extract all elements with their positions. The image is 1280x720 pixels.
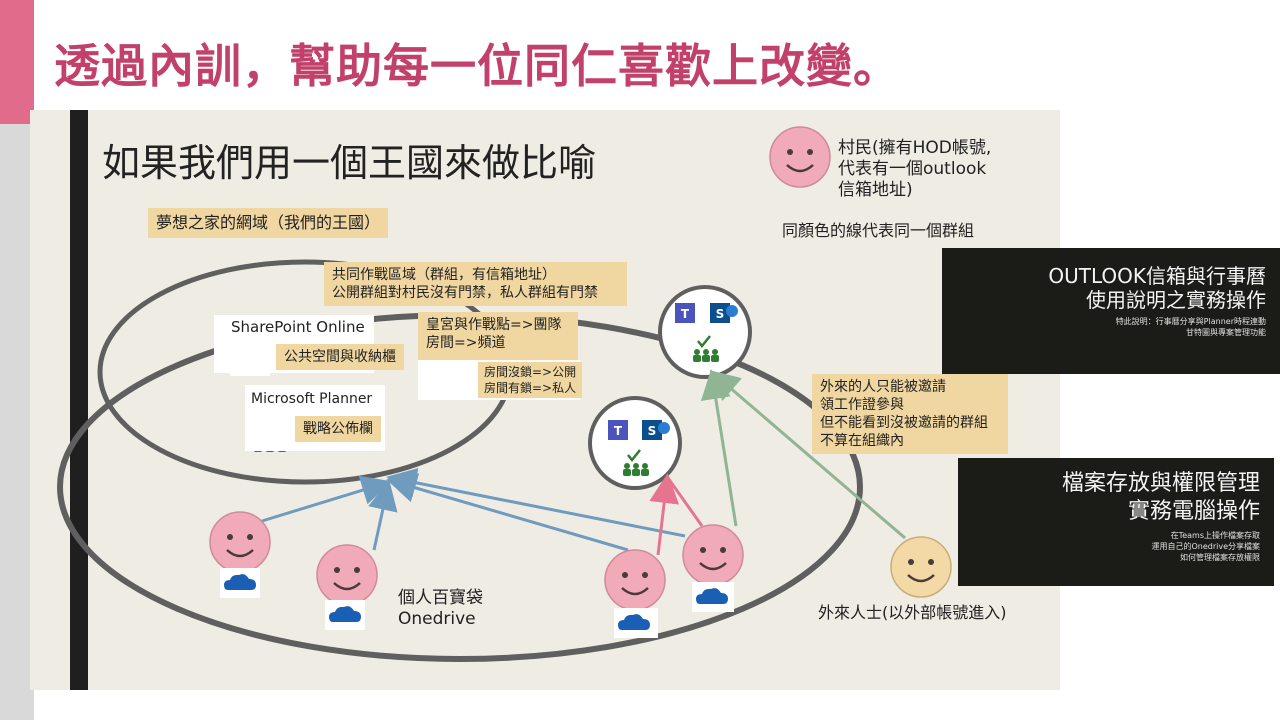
domain-label: 夢想之家的網域（我們的王國）	[148, 208, 389, 238]
pink-line	[666, 477, 704, 527]
pink-line	[649, 473, 680, 556]
onedrive-cloud-icon	[614, 608, 658, 638]
blue-line	[386, 467, 686, 538]
svg-text:S: S	[716, 307, 725, 321]
green-line	[709, 370, 906, 540]
card-title: 檔案存放與權限管理 實務電腦操作	[1061, 471, 1260, 524]
diagram-panel: 如果我們用一個王國來做比喻	[30, 110, 1060, 690]
smiley-face-icon	[209, 511, 271, 573]
smiley-face-icon	[769, 126, 831, 188]
slide-title: 透過內訓，幫助每一位同仁喜歡上改變。	[54, 39, 900, 93]
card-title: OUTLOOK信箱與行事曆 使用說明之實務操作	[1048, 264, 1266, 312]
green-line	[700, 369, 738, 527]
sharepoint-desc: 公共空間與收納櫃	[276, 344, 404, 370]
planner-icon	[693, 335, 719, 362]
onedrive-cloud-icon	[325, 600, 365, 630]
diagram-shapes: S T T S T	[57, 126, 952, 662]
card-subtitle: 特此說明：行事曆分享與Planner時程連動 甘特圖與專案管理功能	[1115, 317, 1266, 337]
svg-text:S: S	[648, 424, 657, 438]
smiley-face-icon	[604, 549, 666, 611]
svg-text:T: T	[681, 307, 690, 321]
blue-line	[261, 475, 392, 523]
blue-line	[368, 480, 398, 551]
shared-area-label: 共同作戰區域（群組，有信箱地址） 公開群組對村民沒有門禁，私人群組有門禁	[324, 262, 627, 306]
sharepoint-icon: S	[642, 420, 670, 440]
blue-line	[386, 473, 629, 552]
legend-line-color-text: 同顏色的線代表同一個群組	[782, 221, 975, 240]
team-circle-right	[658, 285, 752, 379]
room-lock-label: 房間沒鎖=>公開 房間有鎖=>私人	[478, 362, 583, 398]
card-subtitle: 在Teams上操作檔案存取 運用自己的Onedrive分享檔案 如何管理檔案存放…	[1151, 531, 1260, 562]
palace-label: 皇宮與作戰點=>團隊 房間=>頻道	[418, 312, 578, 360]
onedrive-cloud-icon	[220, 568, 260, 598]
outlook-course-card[interactable]: OUTLOOK信箱與行事曆 使用說明之實務操作 特此說明：行事曆分享與Plann…	[942, 248, 1280, 374]
onedrive-cloud-icon	[692, 582, 734, 612]
diagram-heading: 如果我們用一個王國來做比喻	[102, 141, 597, 185]
file-permission-course-card[interactable]: 檔案存放與權限管理 實務電腦操作 在Teams上操作檔案存取 運用自己的Oned…	[958, 458, 1274, 586]
svg-text:T: T	[614, 424, 623, 438]
outsider-label: 外來人士(以外部帳號進入)	[818, 603, 1007, 622]
planner-icon	[623, 449, 649, 476]
left-pink-accent	[0, 0, 34, 124]
planner-desc: 戰略公佈欄	[295, 416, 381, 442]
sharepoint-icon: S	[710, 303, 738, 323]
outsider-note: 外來的人只能被邀請 領工作證參與 但不能看到沒被邀請的群組 不算在組織內	[812, 374, 1008, 454]
sharepoint-name: SharePoint Online	[231, 318, 365, 336]
smiley-face-icon	[682, 524, 744, 586]
legend-villager-text: 村民(擁有HOD帳號, 代表有一個outlook 信箱地址)	[838, 138, 992, 200]
planner-name: Microsoft Planner	[251, 391, 373, 407]
smiley-face-icon	[316, 544, 378, 606]
teams-icon: T	[608, 420, 628, 440]
personal-bag-label: 個人百寶袋 Onedrive	[398, 588, 483, 629]
teams-icon: T	[675, 303, 695, 323]
smiley-face-icon	[890, 536, 952, 598]
